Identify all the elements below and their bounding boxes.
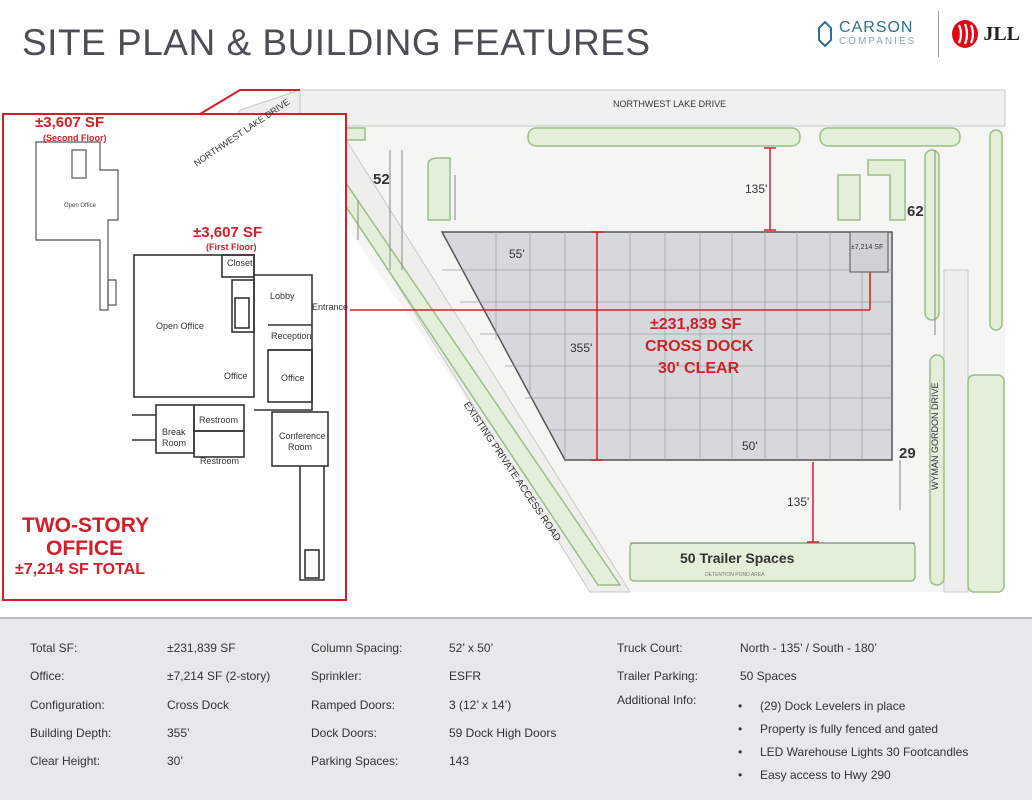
office-summary-1: TWO-STORY (22, 514, 150, 537)
carson-logo-subtext: COMPANIES (839, 36, 917, 47)
dimension-bay-top: 55' (509, 247, 525, 261)
spec-ramped-label: Ramped Doors: (311, 698, 396, 712)
building-sf: ±231,839 SF (650, 316, 742, 333)
second-floor-plan (35, 141, 119, 311)
room-closet: Closet (227, 258, 253, 268)
parking-count-ne: 62 (907, 203, 924, 220)
spec-column-label: Column Spacing: (311, 641, 403, 655)
room-break-1: Break (162, 427, 186, 437)
room-open-office: Open Office (156, 321, 204, 331)
first-floor-sf: ±3,607 SF (193, 224, 263, 241)
room-conference-1: Conference (279, 431, 326, 441)
spec-office-value: ±7,214 SF (2-story) (167, 669, 271, 683)
room-reception: Reception (271, 331, 312, 341)
office-summary-2: OFFICE (46, 537, 123, 560)
carson-logo: CARSON COMPANIES (817, 20, 916, 48)
spec-sprinkler-value: ESFR (449, 669, 482, 683)
jll-logo: JLL (951, 19, 1020, 49)
office-plan-pointer (199, 89, 300, 115)
room-office-1: Office (224, 371, 248, 381)
north-road (289, 89, 1006, 127)
office-plan-frame (2, 113, 347, 601)
spec-office-label: Office: (30, 669, 65, 683)
additional-info-list: •(29) Dock Levelers in place •Property i… (738, 700, 968, 792)
jll-logo-text: JLL (983, 22, 1020, 45)
parking-count-nw: 52 (373, 171, 390, 188)
spec-dock-value: 59 Dock High Doors (449, 726, 557, 740)
room-restroom-1: Restroom (199, 415, 239, 425)
carson-logo-text: CARSON (839, 19, 914, 36)
room-conference-2: Room (288, 442, 313, 452)
spec-additional-label: Additional Info: (617, 693, 697, 707)
spec-parking-value: 143 (449, 754, 470, 768)
office-footprint (849, 231, 889, 273)
logo-group: CARSON COMPANIES JLL (817, 11, 1020, 57)
upper-open-office-label: Open Office (64, 203, 96, 209)
spec-column-value: 52’ x 50’ (449, 641, 494, 655)
spec-trailer-label: Trailer Parking: (617, 669, 698, 683)
list-item: •LED Warehouse Lights 30 Footcandles (738, 745, 969, 759)
room-restroom-2: Restroom (200, 456, 240, 466)
room-entrance: Entrance (312, 302, 349, 312)
page-title: SITE PLAN & BUILDING FEATURES (22, 22, 651, 63)
site-plan (2, 89, 1006, 601)
logo-divider (938, 11, 940, 57)
office-summary-3: ±7,214 SF TOTAL (15, 561, 145, 578)
spec-config-label: Configuration: (30, 698, 105, 712)
parking-stalls (357, 150, 936, 544)
room-break-2: Room (162, 438, 187, 448)
room-office-2: Office (281, 373, 305, 383)
road-label-east: WYMAN GORDON DRIVE (930, 382, 940, 490)
spec-parking-label: Parking Spaces: (311, 754, 399, 768)
warehouse-building (440, 231, 893, 461)
dimension-bay-bottom: 50' (742, 439, 758, 453)
spec-clear-label: Clear Height: (30, 754, 101, 768)
jll-logo-icon (952, 20, 979, 48)
spec-depth-label: Building Depth: (30, 726, 112, 740)
spec-trailer-value: 50 Spaces (740, 669, 797, 683)
list-item: •(29) Dock Levelers in place (738, 699, 906, 713)
spec-clear-value: 30’ (167, 754, 184, 768)
spec-dock-label: Dock Doors: (311, 726, 378, 740)
list-item: •Easy access to Hwy 290 (738, 768, 891, 782)
carson-logo-icon (818, 21, 833, 47)
spec-truck-court-value: North - 135’ / South - 180’ (740, 641, 877, 655)
detention-label: DETENTION POND AREA (705, 572, 765, 578)
second-floor-sf: ±3,607 SF (35, 114, 105, 131)
spec-total-sf-value: ±231,839 SF (167, 641, 236, 655)
second-floor-label: (Second Floor) (43, 133, 107, 143)
spec-config-value: Cross Dock (167, 698, 230, 712)
office-callout: ±7,214 SF (851, 244, 884, 251)
dimension-north: 135' (745, 182, 768, 196)
building-type: CROSS DOCK (645, 338, 754, 355)
east-road (943, 269, 969, 593)
spec-depth-value: 355’ (167, 726, 190, 740)
spec-total-sf-label: Total SF: (30, 641, 78, 655)
room-lobby: Lobby (270, 291, 295, 301)
parking-count-se: 29 (899, 445, 916, 462)
dimension-lines (350, 147, 871, 543)
spec-ramped-value: 3 (12’ x 14’) (449, 698, 512, 712)
specs-panel (0, 617, 1032, 800)
first-floor-plan (132, 254, 329, 581)
spec-truck-court-label: Truck Court: (617, 641, 683, 655)
building-clear: 30' CLEAR (658, 360, 740, 377)
dimension-depth: 355' (570, 341, 593, 355)
spec-sprinkler-label: Sprinkler: (311, 669, 362, 683)
road-label-north: NORTHWEST LAKE DRIVE (613, 99, 727, 109)
trailer-spaces-label: 50 Trailer Spaces (680, 550, 795, 566)
dimension-south: 135' (787, 495, 810, 509)
first-floor-label: (First Floor) (206, 242, 257, 252)
list-item: •Property is fully fenced and gated (738, 722, 939, 736)
